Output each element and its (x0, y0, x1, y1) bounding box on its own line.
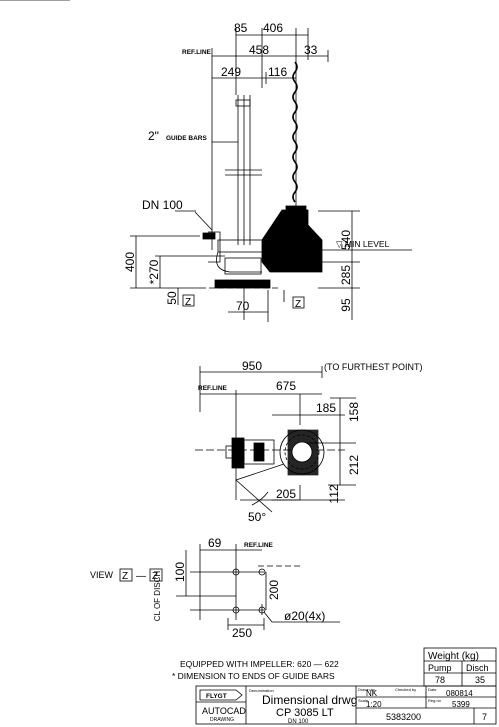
dim-33: 33 (304, 43, 318, 57)
notes: EQUIPPED WITH IMPELLER: 620 — 622 * DIME… (172, 659, 339, 681)
dim-675: 675 (276, 379, 296, 393)
ref-line-z: REF.LINE (244, 542, 274, 549)
elevation-labels: 85 406 REF.LINE 458 33 249 116 2" GUIDE … (123, 21, 390, 313)
dim-400: 400 (123, 252, 137, 272)
weight-title: Weight (kg) (428, 651, 479, 662)
dim-200: 200 (267, 580, 281, 600)
angle-50: 50° (248, 510, 266, 524)
holes-label: ø20(4x) (284, 609, 325, 623)
dim-205: 205 (276, 487, 296, 501)
view-z-labels: VIEW Z — Z 69 REF.LINE CL OF DISCH 100 2… (90, 536, 325, 640)
drawing-number: 5383200 (386, 712, 421, 722)
weight-disch: 35 (475, 675, 485, 685)
drawing-label: DRAWING (210, 717, 234, 723)
guide-bars-note: * DIMENSION TO ENDS OF GUIDE BARS (172, 671, 335, 681)
dim-185: 185 (316, 401, 336, 415)
dim-458: 458 (249, 43, 269, 57)
z-right: Z (295, 299, 301, 310)
reg-value: 5399 (452, 700, 470, 709)
title-line-2: CP 3085 LT (276, 707, 334, 719)
dim-212: 212 (347, 455, 361, 475)
date-label: Date (428, 687, 437, 692)
view-dash: — (136, 571, 146, 582)
view-z (176, 544, 340, 630)
dim-69: 69 (208, 536, 222, 550)
plan-labels: 950 (TO FURTHEST POINT) REF.LINE 675 185… (198, 359, 423, 524)
title-line-3: DN 100 (288, 719, 309, 725)
dim-540: 540 (339, 230, 353, 250)
dim-270: *270 (147, 259, 161, 284)
elevation-view (0, 0, 412, 322)
dim-250: 250 (232, 626, 252, 640)
ref-line-plan: REF.LINE (198, 385, 228, 392)
denomination-label: Denomination (249, 688, 274, 693)
scale-value: 1:20 (366, 700, 382, 709)
drawn-by-value: NK (366, 689, 378, 698)
dim-950: 950 (242, 359, 262, 373)
dim-158: 158 (347, 402, 361, 422)
weight-col-disch: Disch (466, 663, 489, 673)
dn-label: DN 100 (142, 198, 183, 212)
impeller-note: EQUIPPED WITH IMPELLER: 620 — 622 (180, 659, 339, 669)
furthest-point: (TO FURTHEST POINT) (324, 362, 423, 372)
weight-pump: 78 (435, 675, 445, 685)
min-level-label: ▽ MIN LEVEL (336, 239, 390, 249)
dim-70: 70 (236, 299, 250, 313)
view-z2: Z (152, 571, 158, 582)
drawn-by-label: Drawn by (358, 687, 375, 692)
view-label: VIEW (90, 570, 114, 580)
title-line-1: Dimensional drwg (262, 693, 357, 707)
dim-100: 100 (173, 562, 187, 582)
dim-85: 85 (234, 21, 248, 35)
date-value: 080814 (446, 689, 473, 698)
guide-bars-small: GUIDE BARS (166, 135, 207, 142)
logo-text: FLYGT (206, 693, 227, 700)
ref-line-label: REF.LINE (182, 49, 212, 56)
dim-406: 406 (263, 21, 283, 35)
dim-95: 95 (339, 298, 353, 312)
scale-label: Scale (358, 698, 369, 703)
sheet-number: 7 (482, 712, 487, 722)
weight-table: Weight (kg) Pump Disch 78 35 (423, 647, 497, 687)
cl-disch: CL OF DISCH (153, 571, 162, 622)
dim-285: 285 (339, 265, 353, 285)
plan-view (195, 366, 356, 513)
z-left: Z (185, 297, 191, 308)
weight-col-pump: Pump (428, 663, 452, 673)
dim-112: 112 (327, 484, 341, 503)
autocad-label: AUTOCAD (202, 706, 246, 716)
reg-label: Reg.no (428, 698, 442, 703)
guide-bars-label: 2" (148, 129, 159, 143)
dim-249: 249 (221, 65, 241, 79)
dim-116: 116 (268, 65, 287, 79)
checked-by-label: Checked by (395, 687, 416, 692)
view-z1: Z (122, 571, 128, 582)
dim-50: 50 (165, 291, 179, 305)
title-block: FLYGT AUTOCAD DRAWING Denomination Dimen… (195, 685, 497, 725)
